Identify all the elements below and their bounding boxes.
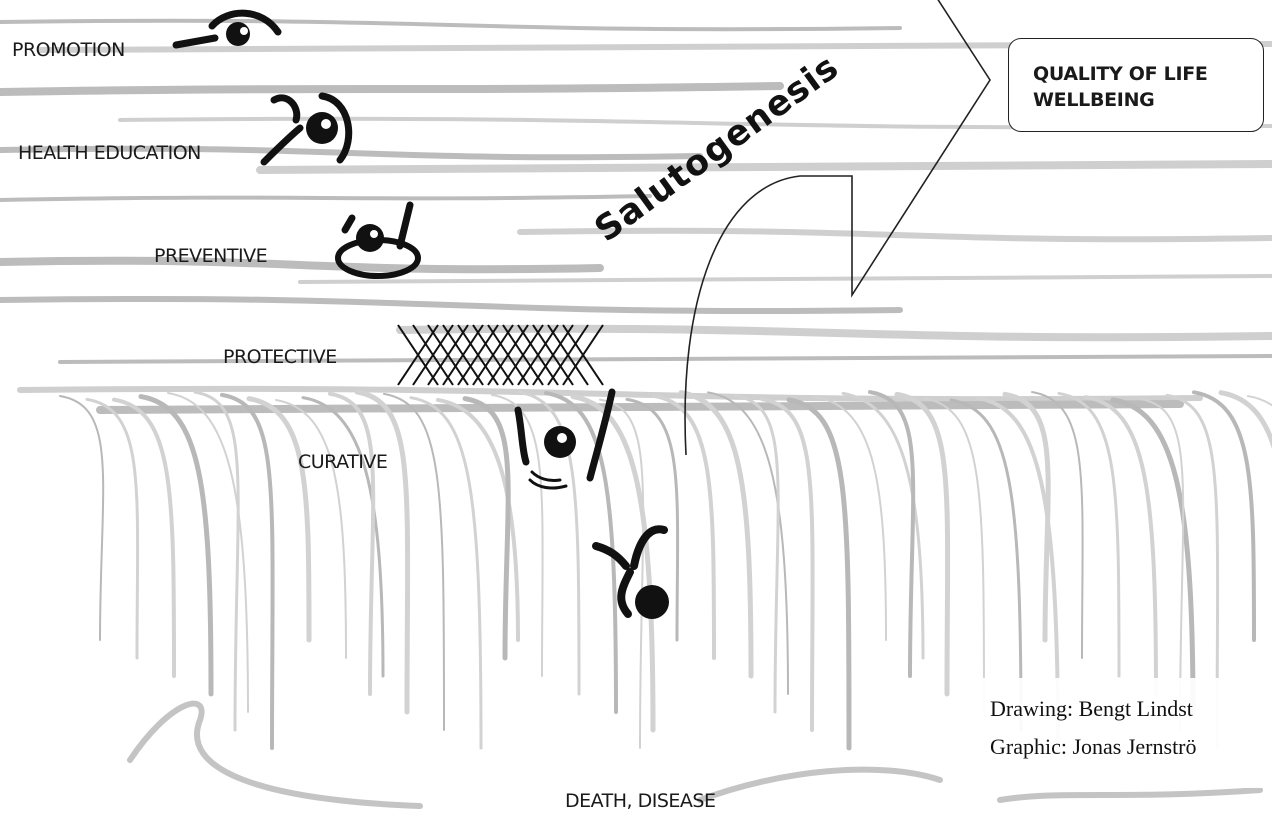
wellbeing-line: WELLBEING xyxy=(1033,89,1154,111)
waterfall-streak xyxy=(87,399,138,658)
river-streak xyxy=(0,86,780,92)
waterfall-streak xyxy=(411,398,481,748)
credits-box: Drawing: Bengt Lindst Graphic: Jonas Jer… xyxy=(965,678,1272,788)
level-label-promotion: PROMOTION xyxy=(12,39,125,61)
waterfall-streak xyxy=(114,400,174,676)
pool-streak xyxy=(700,770,940,800)
river-streak xyxy=(0,196,650,200)
waterfall-streak xyxy=(870,392,913,676)
waterfall-streak xyxy=(141,397,211,694)
pool-streak xyxy=(130,704,420,806)
waterfall-streak xyxy=(735,395,778,712)
river-streak xyxy=(300,276,1272,282)
falling-person-icon xyxy=(596,529,669,619)
waterfall-streak xyxy=(1221,393,1272,658)
river-streak xyxy=(260,164,1272,170)
waterfall-streak xyxy=(1194,392,1254,640)
level-label-protective: PROTECTIVE xyxy=(223,346,337,368)
salutogenesis-arrow-label: Salutogenesis xyxy=(588,47,847,250)
level-label-curative: CURATIVE xyxy=(298,451,387,473)
waterfall-streak xyxy=(330,394,373,694)
waterfall-streak xyxy=(1059,393,1119,676)
waterfall-streak xyxy=(249,399,309,640)
level-label-preventive: PREVENTIVE xyxy=(154,245,267,267)
death-disease-label: DEATH, DISEASE xyxy=(565,790,716,812)
quality-of-life-box: QUALITY OF LIFE WELLBEING xyxy=(1008,38,1264,132)
waterfall-streak xyxy=(816,397,886,640)
river-streak xyxy=(0,261,600,269)
river-streak xyxy=(0,299,900,311)
waterfall-streak xyxy=(384,394,444,730)
level-label-health-education: HEALTH EDUCATION xyxy=(18,142,201,164)
waterfall-streak xyxy=(1005,394,1048,640)
pool-streak xyxy=(1000,790,1260,800)
waterfall-streak xyxy=(1086,397,1156,694)
waterfall-streak xyxy=(924,398,984,712)
graphic-credit: Graphic: Jonas Jernströ xyxy=(990,734,1197,760)
waterfall-streak xyxy=(681,393,751,676)
waterfall-streak xyxy=(600,400,643,748)
swimmer-icon xyxy=(176,13,278,46)
river-streak xyxy=(400,329,1272,337)
river-streak xyxy=(0,21,900,29)
waterfall-streak xyxy=(60,396,103,640)
safety-net-icon xyxy=(398,325,603,385)
quality-of-life-line: QUALITY OF LIFE xyxy=(1033,63,1208,85)
waterfall-streak xyxy=(789,400,849,748)
drawing-credit: Drawing: Bengt Lindst xyxy=(990,696,1193,722)
waterfall-streak xyxy=(195,392,238,730)
